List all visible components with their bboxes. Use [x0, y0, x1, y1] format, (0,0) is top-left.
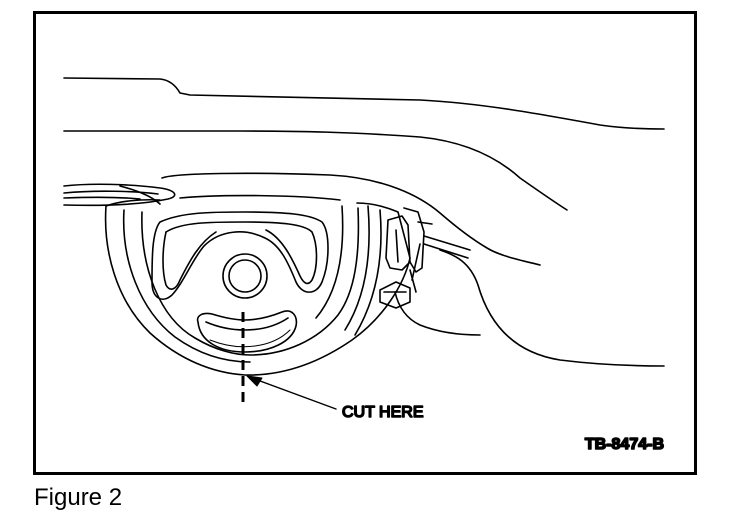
exhaust-pipe: [63, 183, 176, 207]
callout-leader-arrow: [246, 375, 337, 410]
hanger-bracket: [104, 194, 411, 376]
mounting-bolt: [379, 207, 433, 309]
figure-code: TB-8474-B: [585, 436, 664, 453]
muffler-body: [161, 172, 665, 367]
isolator-cutout: [151, 211, 329, 300]
figure-caption: Figure 2: [34, 484, 123, 511]
center-bolt-hole: [222, 253, 268, 299]
cut-here-label: CUT HERE: [342, 404, 424, 421]
vehicle-frame-lines: [63, 77, 665, 211]
lower-slot: [196, 310, 298, 353]
